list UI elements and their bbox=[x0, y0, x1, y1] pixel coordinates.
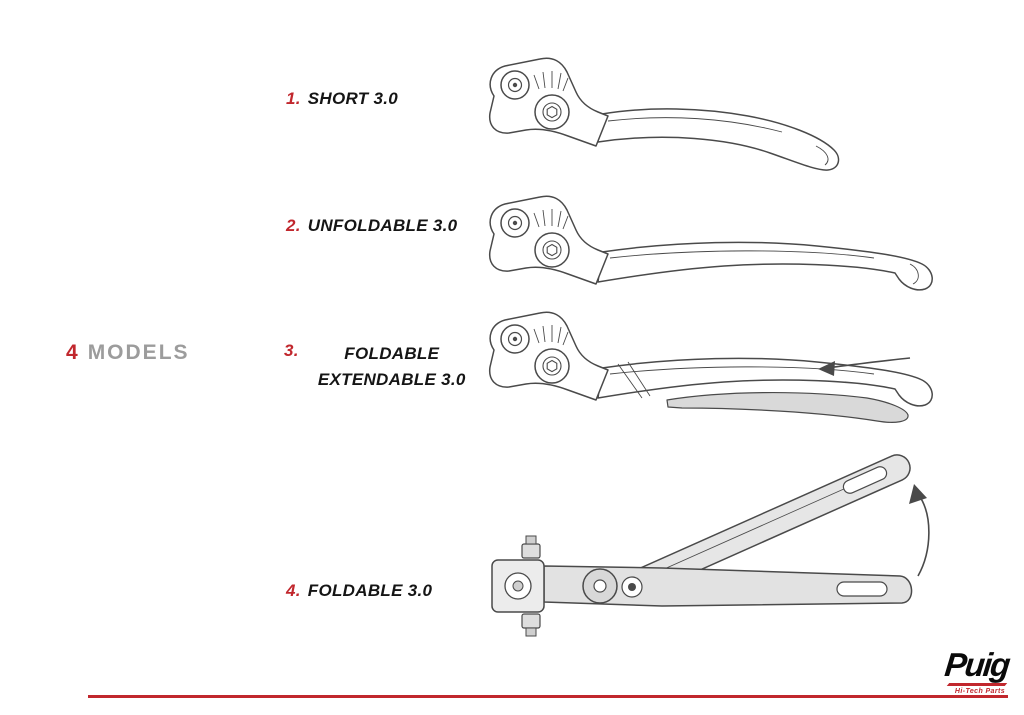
model-number: 2. bbox=[286, 216, 301, 235]
models-count: 4 bbox=[66, 341, 78, 364]
lever-foldable-illustration bbox=[491, 454, 930, 637]
extend-arrow-icon bbox=[818, 357, 911, 376]
models-heading-label: MODELS bbox=[87, 341, 190, 364]
puig-logo-swoosh bbox=[946, 683, 1008, 686]
lever-short-illustration bbox=[488, 57, 840, 171]
model-number: 1. bbox=[286, 89, 301, 108]
model-label-2: 2. UNFOLDABLE 3.0 bbox=[286, 216, 457, 236]
model-name: UNFOLDABLE 3.0 bbox=[307, 216, 458, 235]
puig-logo-text: Puig bbox=[942, 646, 1010, 683]
model-label-1: 1. SHORT 3.0 bbox=[286, 89, 398, 109]
model-label-4: 4. FOLDABLE 3.0 bbox=[286, 581, 432, 601]
model-name: FOLDABLE 3.0 bbox=[307, 581, 433, 600]
lever-foldable-extendable-illustration bbox=[488, 311, 933, 423]
lever-unfoldable-illustration bbox=[488, 195, 933, 291]
models-heading: 4 MODELS bbox=[66, 342, 190, 363]
model-name: FOLDABLE EXTENDABLE 3.0 bbox=[317, 344, 466, 390]
footer-rule bbox=[88, 695, 1008, 698]
model-number: 3. bbox=[284, 341, 299, 360]
model-number: 4. bbox=[286, 581, 301, 600]
fold-arrow-icon bbox=[909, 484, 930, 577]
puig-logo: Puig Hi-Tech Parts bbox=[942, 646, 1010, 695]
puig-logo-tagline: Hi-Tech Parts bbox=[954, 688, 1005, 695]
model-label-3: 3. FOLDABLE EXTENDABLE 3.0 bbox=[284, 341, 478, 394]
model-name: SHORT 3.0 bbox=[307, 89, 399, 108]
